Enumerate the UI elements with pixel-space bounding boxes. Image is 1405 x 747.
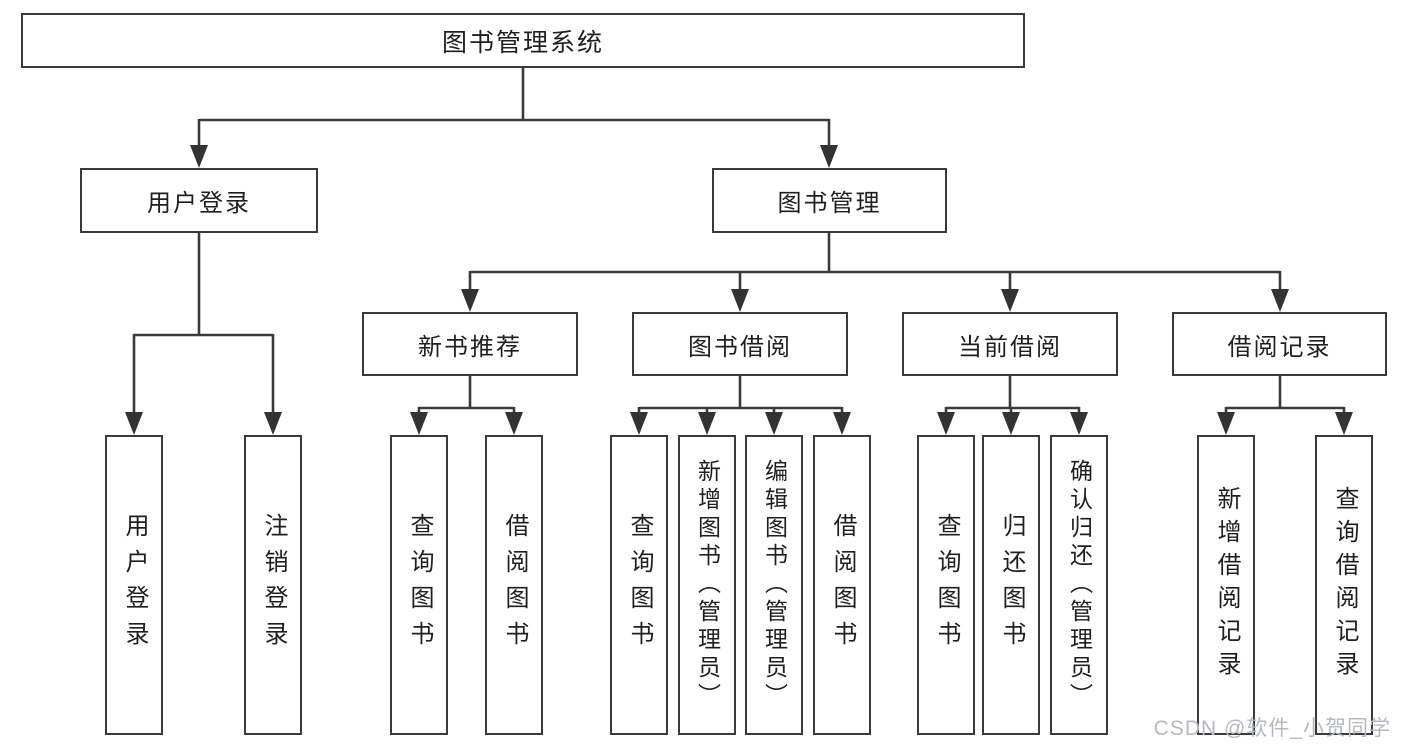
node-user-login-module: 用户登录: [80, 168, 318, 233]
leaf-add-borrow-record: 新增借阅记录: [1197, 435, 1255, 735]
leaf-query-books: 查询图书: [390, 435, 448, 735]
node-root-system: 图书管理系统: [21, 13, 1025, 68]
leaf-return-books: 归还图书: [982, 435, 1040, 735]
leaf-label: 查询图书: [626, 513, 653, 657]
leaf-label: 查询图书: [933, 513, 960, 657]
leaf-label: 确认归还（管理员）: [1066, 459, 1093, 711]
node-book-management-module: 图书管理: [712, 168, 947, 233]
leaf-borrow-books: 借阅图书: [813, 435, 871, 735]
leaf-user-login: 用户登录: [105, 435, 163, 735]
node-borrowing-records: 借阅记录: [1172, 312, 1387, 376]
leaf-edit-books-admin: 编辑图书（管理员）: [745, 435, 803, 735]
csdn-watermark: CSDN @软件_小贺同学: [1153, 717, 1391, 740]
node-current-borrowing: 当前借阅: [902, 312, 1118, 376]
leaf-label: 归还图书: [998, 513, 1025, 657]
node-book-borrowing: 图书借阅: [632, 312, 848, 376]
leaf-label: 新增借阅记录: [1213, 486, 1240, 684]
leaf-query-books: 查询图书: [917, 435, 975, 735]
leaf-query-books: 查询图书: [610, 435, 668, 735]
leaf-label: 查询借阅记录: [1331, 486, 1358, 684]
leaf-label: 用户登录: [121, 513, 148, 657]
node-new-book-recommend: 新书推荐: [362, 312, 578, 376]
leaf-borrow-books: 借阅图书: [485, 435, 543, 735]
leaf-confirm-return-admin: 确认归还（管理员）: [1050, 435, 1108, 735]
leaf-add-books-admin: 新增图书（管理员）: [678, 435, 736, 735]
leaf-logout: 注销登录: [244, 435, 302, 735]
leaf-label: 借阅图书: [501, 513, 528, 657]
leaf-label: 注销登录: [260, 513, 287, 657]
leaf-label: 查询图书: [406, 513, 433, 657]
leaf-label: 编辑图书（管理员）: [761, 459, 788, 711]
leaf-label: 借阅图书: [829, 513, 856, 657]
leaf-query-borrow-record: 查询借阅记录: [1315, 435, 1373, 735]
arrowheads: [125, 145, 1353, 435]
leaf-label: 新增图书（管理员）: [694, 459, 721, 711]
